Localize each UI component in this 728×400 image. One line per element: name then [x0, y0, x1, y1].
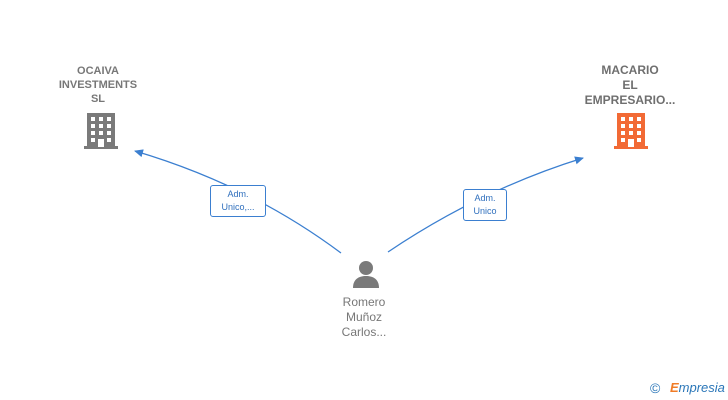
node-label-line: EMPRESARIO...: [584, 93, 676, 107]
person-icon[interactable]: [351, 259, 381, 294]
node-label-macario[interactable]: MACARIO EL EMPRESARIO...: [570, 63, 690, 108]
node-label-line: OCAIVA: [77, 65, 119, 77]
brand-logo[interactable]: Empresia: [670, 380, 725, 396]
node-label-line: Carlos...: [341, 325, 387, 339]
node-label-line: Muñoz: [345, 310, 383, 324]
node-label-ocaiva[interactable]: OCAIVA INVESTMENTS SL: [48, 64, 148, 106]
edge-label-to-macario[interactable]: Adm. Unico: [463, 189, 507, 221]
node-label-line: Romero: [342, 295, 386, 309]
building-icon[interactable]: [614, 113, 648, 154]
building-icon[interactable]: [84, 113, 118, 154]
node-label-person[interactable]: Romero Muñoz Carlos...: [314, 295, 414, 340]
edge-label-line: Unico,...: [221, 202, 255, 212]
edge-label-line: Adm.: [227, 189, 249, 199]
edge-label-line: Adm.: [474, 193, 496, 203]
brand-logo-text: mpresia: [678, 380, 725, 395]
edge-label-line: Unico: [473, 206, 497, 216]
copyright-icon: ©: [650, 380, 661, 396]
node-label-line: SL: [90, 93, 106, 105]
brand-logo-initial: E: [670, 380, 679, 395]
edge-label-to-ocaiva[interactable]: Adm. Unico,...: [210, 185, 266, 217]
node-label-line: EL: [622, 78, 638, 92]
node-label-line: INVESTMENTS: [58, 79, 138, 91]
node-label-line: MACARIO: [601, 63, 659, 77]
